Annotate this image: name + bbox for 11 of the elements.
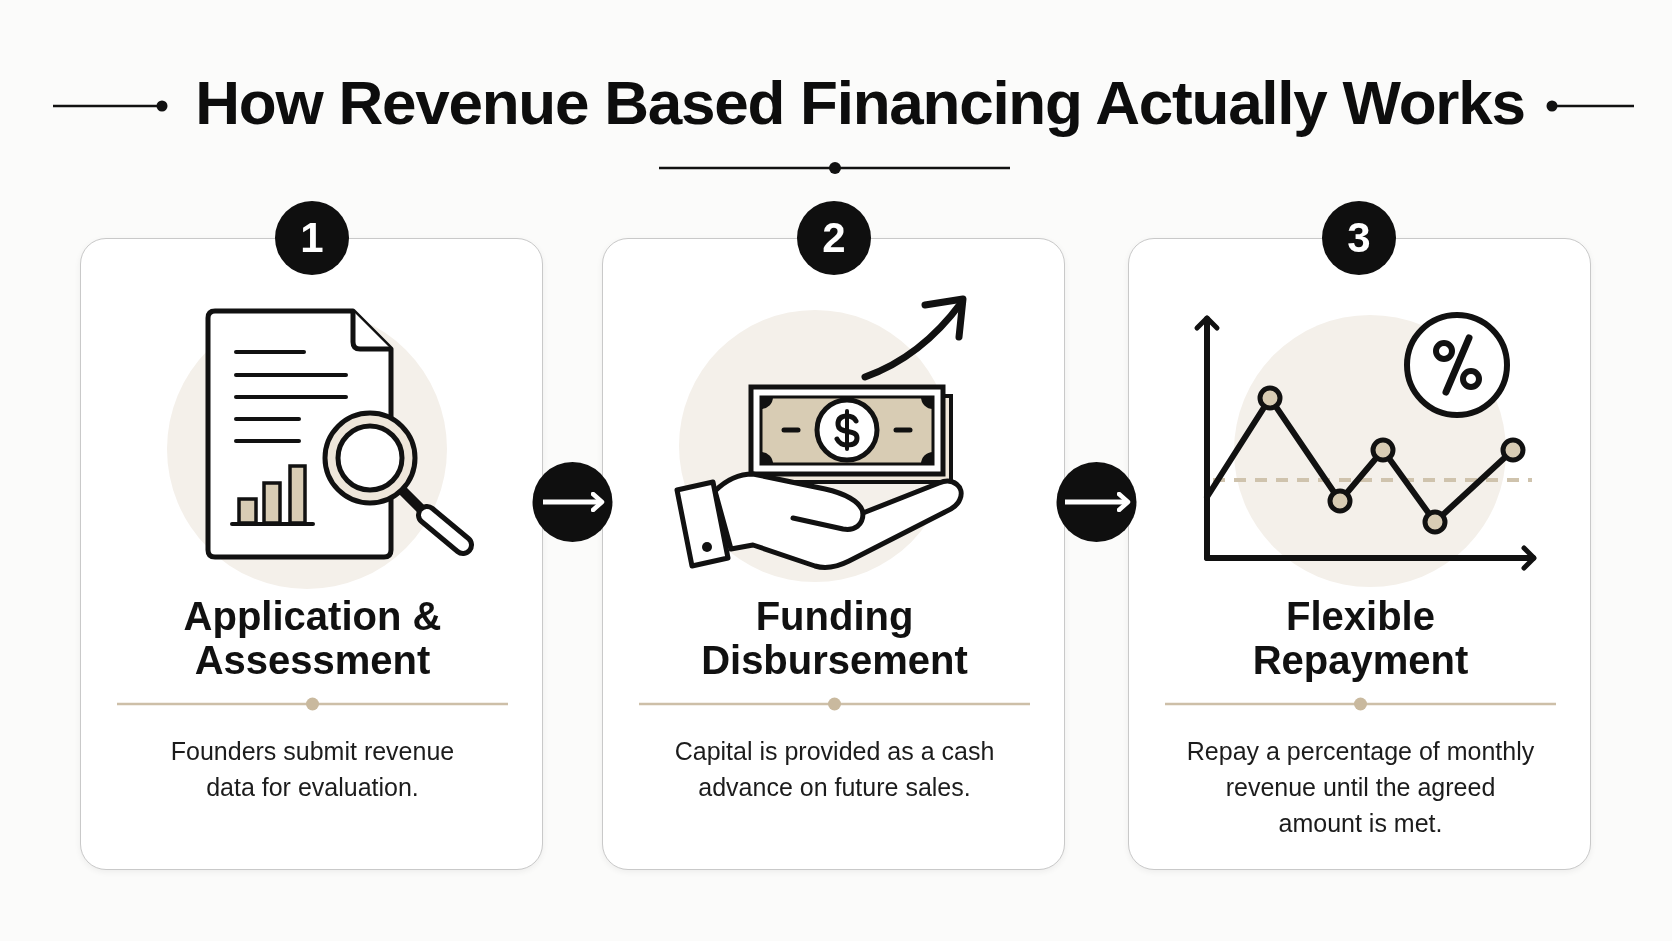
step-description: Capital is provided as a cash advance on future sales.: [673, 736, 996, 803]
arrow: [543, 491, 605, 513]
step-number-badge: 3: [1322, 201, 1396, 275]
step-description: Repay a percentage of monthly revenue until the agreed amount is met.: [1185, 736, 1536, 839]
step-title: Funding Disbursement: [700, 594, 969, 682]
step-number-badge: 1: [275, 201, 349, 275]
step-title: Application & Assessment: [182, 594, 443, 682]
arrow: [1065, 491, 1131, 513]
step-number-badge: 2: [797, 201, 871, 275]
step-title: Flexible Repayment: [1251, 594, 1470, 682]
step-description: Founders submit revenue data for evaluation.: [169, 736, 456, 803]
